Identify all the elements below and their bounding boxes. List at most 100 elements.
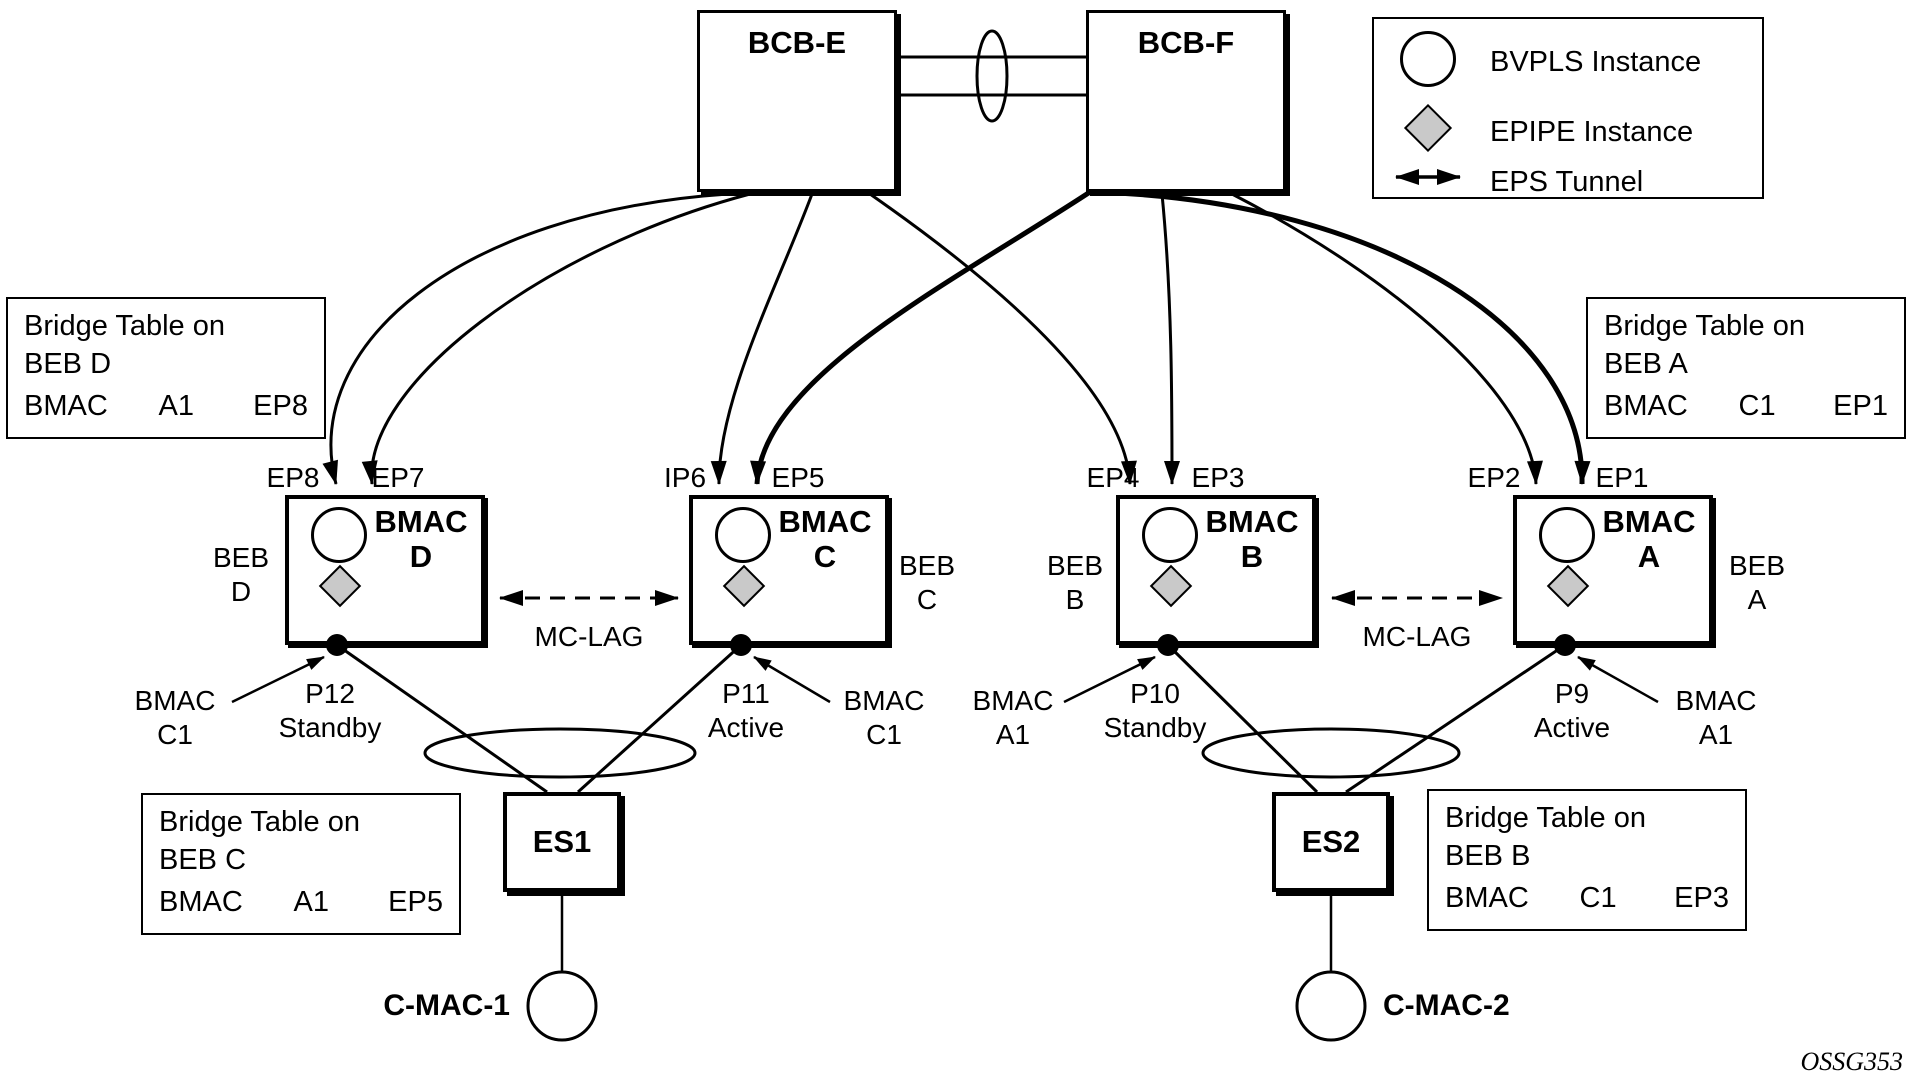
bmac-annotation-d: BMAC C1	[134, 685, 216, 751]
beb-d-title: BMAC D	[369, 504, 473, 574]
port-label-ep1: EP1	[1595, 462, 1649, 493]
eps-tunnel-e-to-ep7	[361, 192, 751, 485]
legend-epipe-label: EPIPE Instance	[1490, 116, 1694, 148]
bcb-f-label: BCB-F	[1137, 25, 1235, 60]
legend-bvpls-label: BVPLS Instance	[1490, 46, 1702, 78]
beb-title-line: B	[1240, 538, 1264, 574]
bridge-table-row: BMAC C1 EP1	[1604, 387, 1888, 425]
eps-tunnel-f-to-ep3	[1160, 193, 1180, 485]
es1-lag-ellipse-icon	[423, 727, 697, 779]
bmac-annotation-b: BMAC A1	[972, 685, 1054, 751]
bmac-annotation-a: BMAC A1	[1675, 685, 1757, 751]
bridge-table-row: BMAC A1 EP5	[159, 883, 443, 921]
es2-box: ES2	[1272, 792, 1390, 892]
beb-title-line: C	[813, 538, 837, 574]
mclag-label-2: MC-LAG	[1362, 621, 1472, 652]
beb-c-box: BMAC C	[689, 495, 889, 645]
bmac-col: BMAC	[159, 885, 243, 918]
bmac-col: BMAC	[24, 389, 108, 422]
eps-tunnel-e-to-ip6	[710, 193, 814, 485]
beb-d-side-label: BEB D	[212, 542, 270, 608]
mac-col: C1	[1738, 389, 1776, 422]
bmac-col: BMAC	[1445, 881, 1529, 914]
bridge-table-row: BMAC A1 EP8	[24, 387, 308, 425]
beb-a-side-label: BEB A	[1728, 550, 1786, 616]
bridge-table-title: Bridge Table on	[159, 806, 361, 838]
mac-col: A1	[158, 389, 194, 422]
bvpls-instance-icon	[1142, 507, 1198, 563]
eps-tunnel-f-to-ep2	[1231, 192, 1543, 485]
bridge-table-subtitle: BEB B	[1445, 840, 1531, 873]
bcb-f-box: BCB-F	[1086, 10, 1286, 192]
beb-title-line: BMAC	[778, 504, 872, 539]
port-annotation-p9: P9 Active	[1533, 678, 1611, 744]
beb-b-title: BMAC B	[1200, 504, 1304, 574]
port-annotation-p12: P12 Standby	[278, 678, 382, 744]
beb-a-box: BMAC A	[1513, 495, 1713, 645]
port-col: EP3	[1674, 881, 1729, 914]
bridge-table-beb-d: Bridge Table on BEB D BMAC A1 EP8	[6, 297, 326, 439]
bridge-table-title: Bridge Table on	[1604, 310, 1806, 342]
port-label-ep3: EP3	[1191, 462, 1245, 493]
port-annotation-p10: P10 Standby	[1103, 678, 1207, 744]
legend-box: BVPLS Instance EPIPE Instance EPS Tunnel	[1372, 17, 1764, 199]
bmac-annotation-c: BMAC C1	[843, 685, 925, 751]
eps-tunnel-e-to-ep4	[869, 192, 1137, 485]
es1-label: ES1	[532, 824, 592, 859]
eps-tunnel-f-to-ep1	[1095, 189, 1591, 485]
mclag-label-1: MC-LAG	[534, 621, 644, 652]
bridge-table-row: BMAC C1 EP3	[1445, 879, 1729, 917]
port-label-ep5: EP5	[771, 462, 825, 493]
beb-b-side-label: BEB B	[1046, 550, 1104, 616]
es1-box: ES1	[503, 792, 621, 892]
mac-col: C1	[1579, 881, 1617, 914]
bridge-table-beb-b: Bridge Table on BEB B BMAC C1 EP3	[1427, 789, 1747, 931]
bcb-e-label: BCB-E	[747, 25, 847, 60]
port-label-ep8: EP8	[266, 462, 320, 493]
port-col: EP5	[388, 885, 443, 918]
bmac-col: BMAC	[1604, 389, 1688, 422]
port-col: EP1	[1833, 389, 1888, 422]
beb-a-title: BMAC A	[1597, 504, 1701, 574]
eps-tunnel-e-to-ep8	[322, 192, 729, 485]
beb-b-box: BMAC B	[1116, 495, 1316, 645]
epipe-instance-icon	[318, 564, 362, 608]
port-label-ep4: EP4	[1086, 462, 1140, 493]
bvpls-instance-icon	[1400, 31, 1456, 87]
bridge-table-beb-a: Bridge Table on BEB A BMAC C1 EP1	[1586, 297, 1906, 439]
beb-title-line: A	[1637, 538, 1661, 574]
beb-title-line: BMAC	[1602, 504, 1696, 539]
port-label-ep7: EP7	[371, 462, 425, 493]
bridge-table-beb-c: Bridge Table on BEB C BMAC A1 EP5	[141, 793, 461, 935]
bridge-table-subtitle: BEB D	[24, 348, 112, 381]
bvpls-instance-icon	[311, 507, 367, 563]
epipe-instance-icon	[1149, 564, 1193, 608]
beb-title-line: D	[409, 538, 433, 574]
bridge-table-title: Bridge Table on	[24, 310, 226, 342]
epipe-instance-icon	[1546, 564, 1590, 608]
bridge-table-subtitle: BEB A	[1604, 348, 1688, 381]
bridge-table-subtitle: BEB C	[159, 844, 247, 877]
beb-title-line: BMAC	[374, 504, 468, 539]
cmac-1-label: C-MAC-1	[383, 989, 510, 1022]
legend-eps-label: EPS Tunnel	[1490, 166, 1644, 198]
bvpls-instance-icon	[715, 507, 771, 563]
port-label-ip6: IP6	[663, 462, 707, 493]
cmac-2-label: C-MAC-2	[1383, 989, 1510, 1022]
cmac-1-node-icon	[526, 970, 598, 1042]
beb-d-box: BMAC D	[285, 495, 485, 645]
bcb-lag-ellipse-icon	[975, 29, 1009, 123]
epipe-instance-icon	[1403, 103, 1453, 153]
es2-lag-ellipse-icon	[1201, 727, 1461, 779]
figure-id: OSSG353	[1800, 1047, 1903, 1076]
port-label-ep2: EP2	[1467, 462, 1521, 493]
bridge-table-title: Bridge Table on	[1445, 802, 1647, 834]
bvpls-instance-icon	[1539, 507, 1595, 563]
cmac-2-node-icon	[1295, 970, 1367, 1042]
beb-title-line: BMAC	[1205, 504, 1299, 539]
beb-c-title: BMAC C	[773, 504, 877, 574]
mac-col: A1	[293, 885, 329, 918]
bcb-e-box: BCB-E	[697, 10, 897, 192]
port-annotation-p11: P11 Active	[707, 678, 785, 744]
